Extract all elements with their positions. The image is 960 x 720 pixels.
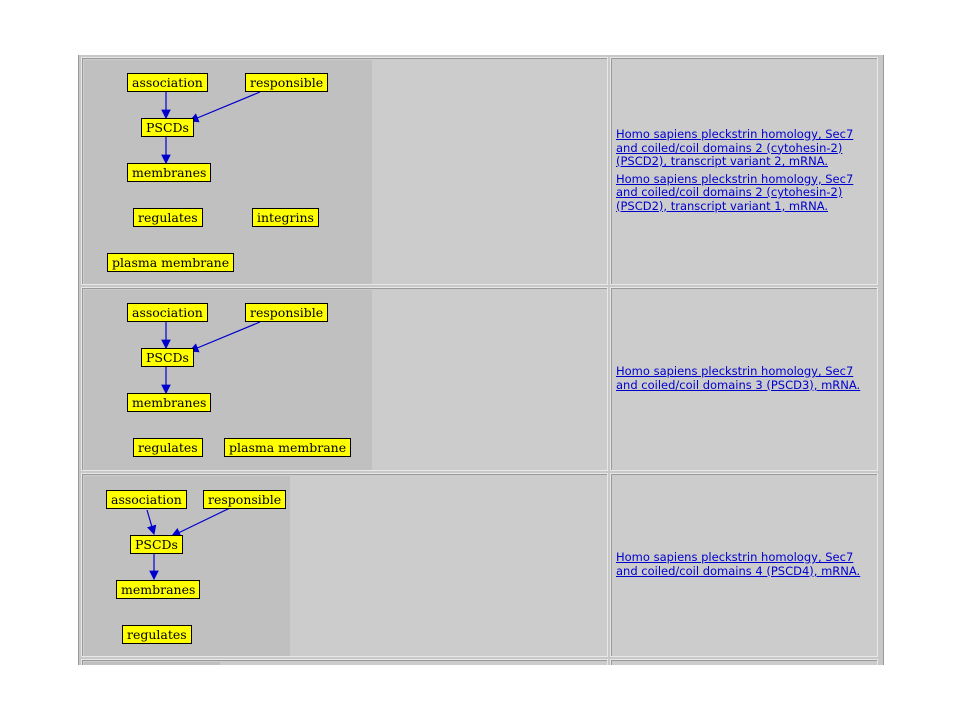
- node-association[interactable]: association: [127, 303, 208, 322]
- link-pscd2-variant1[interactable]: Homo sapiens pleckstrin homology, Sec7 a…: [616, 171, 854, 213]
- node-membranes[interactable]: membranes: [127, 393, 212, 412]
- node-regulates[interactable]: regulates: [122, 625, 192, 644]
- row3-links: Homo sapiens pleckstrin homology, Sec7 a…: [616, 550, 878, 582]
- row2-links: Homo sapiens pleckstrin homology, Sec7 a…: [616, 364, 878, 396]
- node-plasma-membrane[interactable]: plasma membrane: [107, 253, 235, 272]
- node-responsible[interactable]: responsible: [245, 303, 329, 322]
- node-pscds[interactable]: PSCDs: [130, 535, 183, 554]
- node-association[interactable]: association: [106, 490, 187, 509]
- node-membranes[interactable]: membranes: [127, 163, 212, 182]
- row1-links-cell: Homo sapiens pleckstrin homology, Sec7 a…: [610, 57, 878, 285]
- row2-links-cell: Homo sapiens pleckstrin homology, Sec7 a…: [610, 287, 878, 471]
- node-regulates[interactable]: regulates: [133, 438, 203, 457]
- row1-links: Homo sapiens pleckstrin homology, Sec7 a…: [616, 127, 878, 217]
- row4-links-cell: [610, 659, 878, 665]
- link-pscd4[interactable]: Homo sapiens pleckstrin homology, Sec7 a…: [616, 550, 861, 578]
- edge-responsible-pscds: [170, 507, 231, 537]
- row1-edges: [161, 91, 261, 165]
- row3-edges: [146, 507, 231, 581]
- edge-responsible-pscds: [188, 321, 261, 353]
- row4-graph-cell: [81, 659, 608, 665]
- edge-association-pscds: [146, 509, 157, 536]
- row2-edges: [161, 321, 261, 395]
- row2-graph-cell: association responsible PSCDs membranes …: [81, 287, 608, 471]
- node-responsible[interactable]: responsible: [203, 490, 287, 509]
- row3-links-cell: Homo sapiens pleckstrin homology, Sec7 a…: [610, 473, 878, 657]
- node-pscds[interactable]: PSCDs: [141, 348, 194, 367]
- node-pscds[interactable]: PSCDs: [141, 118, 194, 137]
- node-plasma-membrane[interactable]: plasma membrane: [224, 438, 352, 457]
- node-membranes[interactable]: membranes: [116, 580, 201, 599]
- link-pscd2-variant2[interactable]: Homo sapiens pleckstrin homology, Sec7 a…: [616, 127, 854, 168]
- link-pscd3[interactable]: Homo sapiens pleckstrin homology, Sec7 a…: [616, 364, 861, 392]
- node-responsible[interactable]: responsible: [245, 73, 329, 92]
- node-regulates[interactable]: regulates: [133, 208, 203, 227]
- row1-graph-cell: association responsible PSCDs membranes …: [81, 57, 608, 285]
- row2-graph: association responsible PSCDs membranes …: [84, 290, 372, 470]
- row3-graph: association responsible PSCDs membranes …: [84, 476, 290, 656]
- edge-responsible-pscds: [188, 91, 261, 123]
- row3-graph-cell: association responsible PSCDs membranes …: [81, 473, 608, 657]
- node-association[interactable]: association: [127, 73, 208, 92]
- node-integrins[interactable]: integrins: [252, 208, 319, 227]
- results-table: association responsible PSCDs membranes …: [78, 55, 884, 665]
- row4-graph: [84, 662, 220, 665]
- row1-graph: association responsible PSCDs membranes …: [84, 60, 372, 284]
